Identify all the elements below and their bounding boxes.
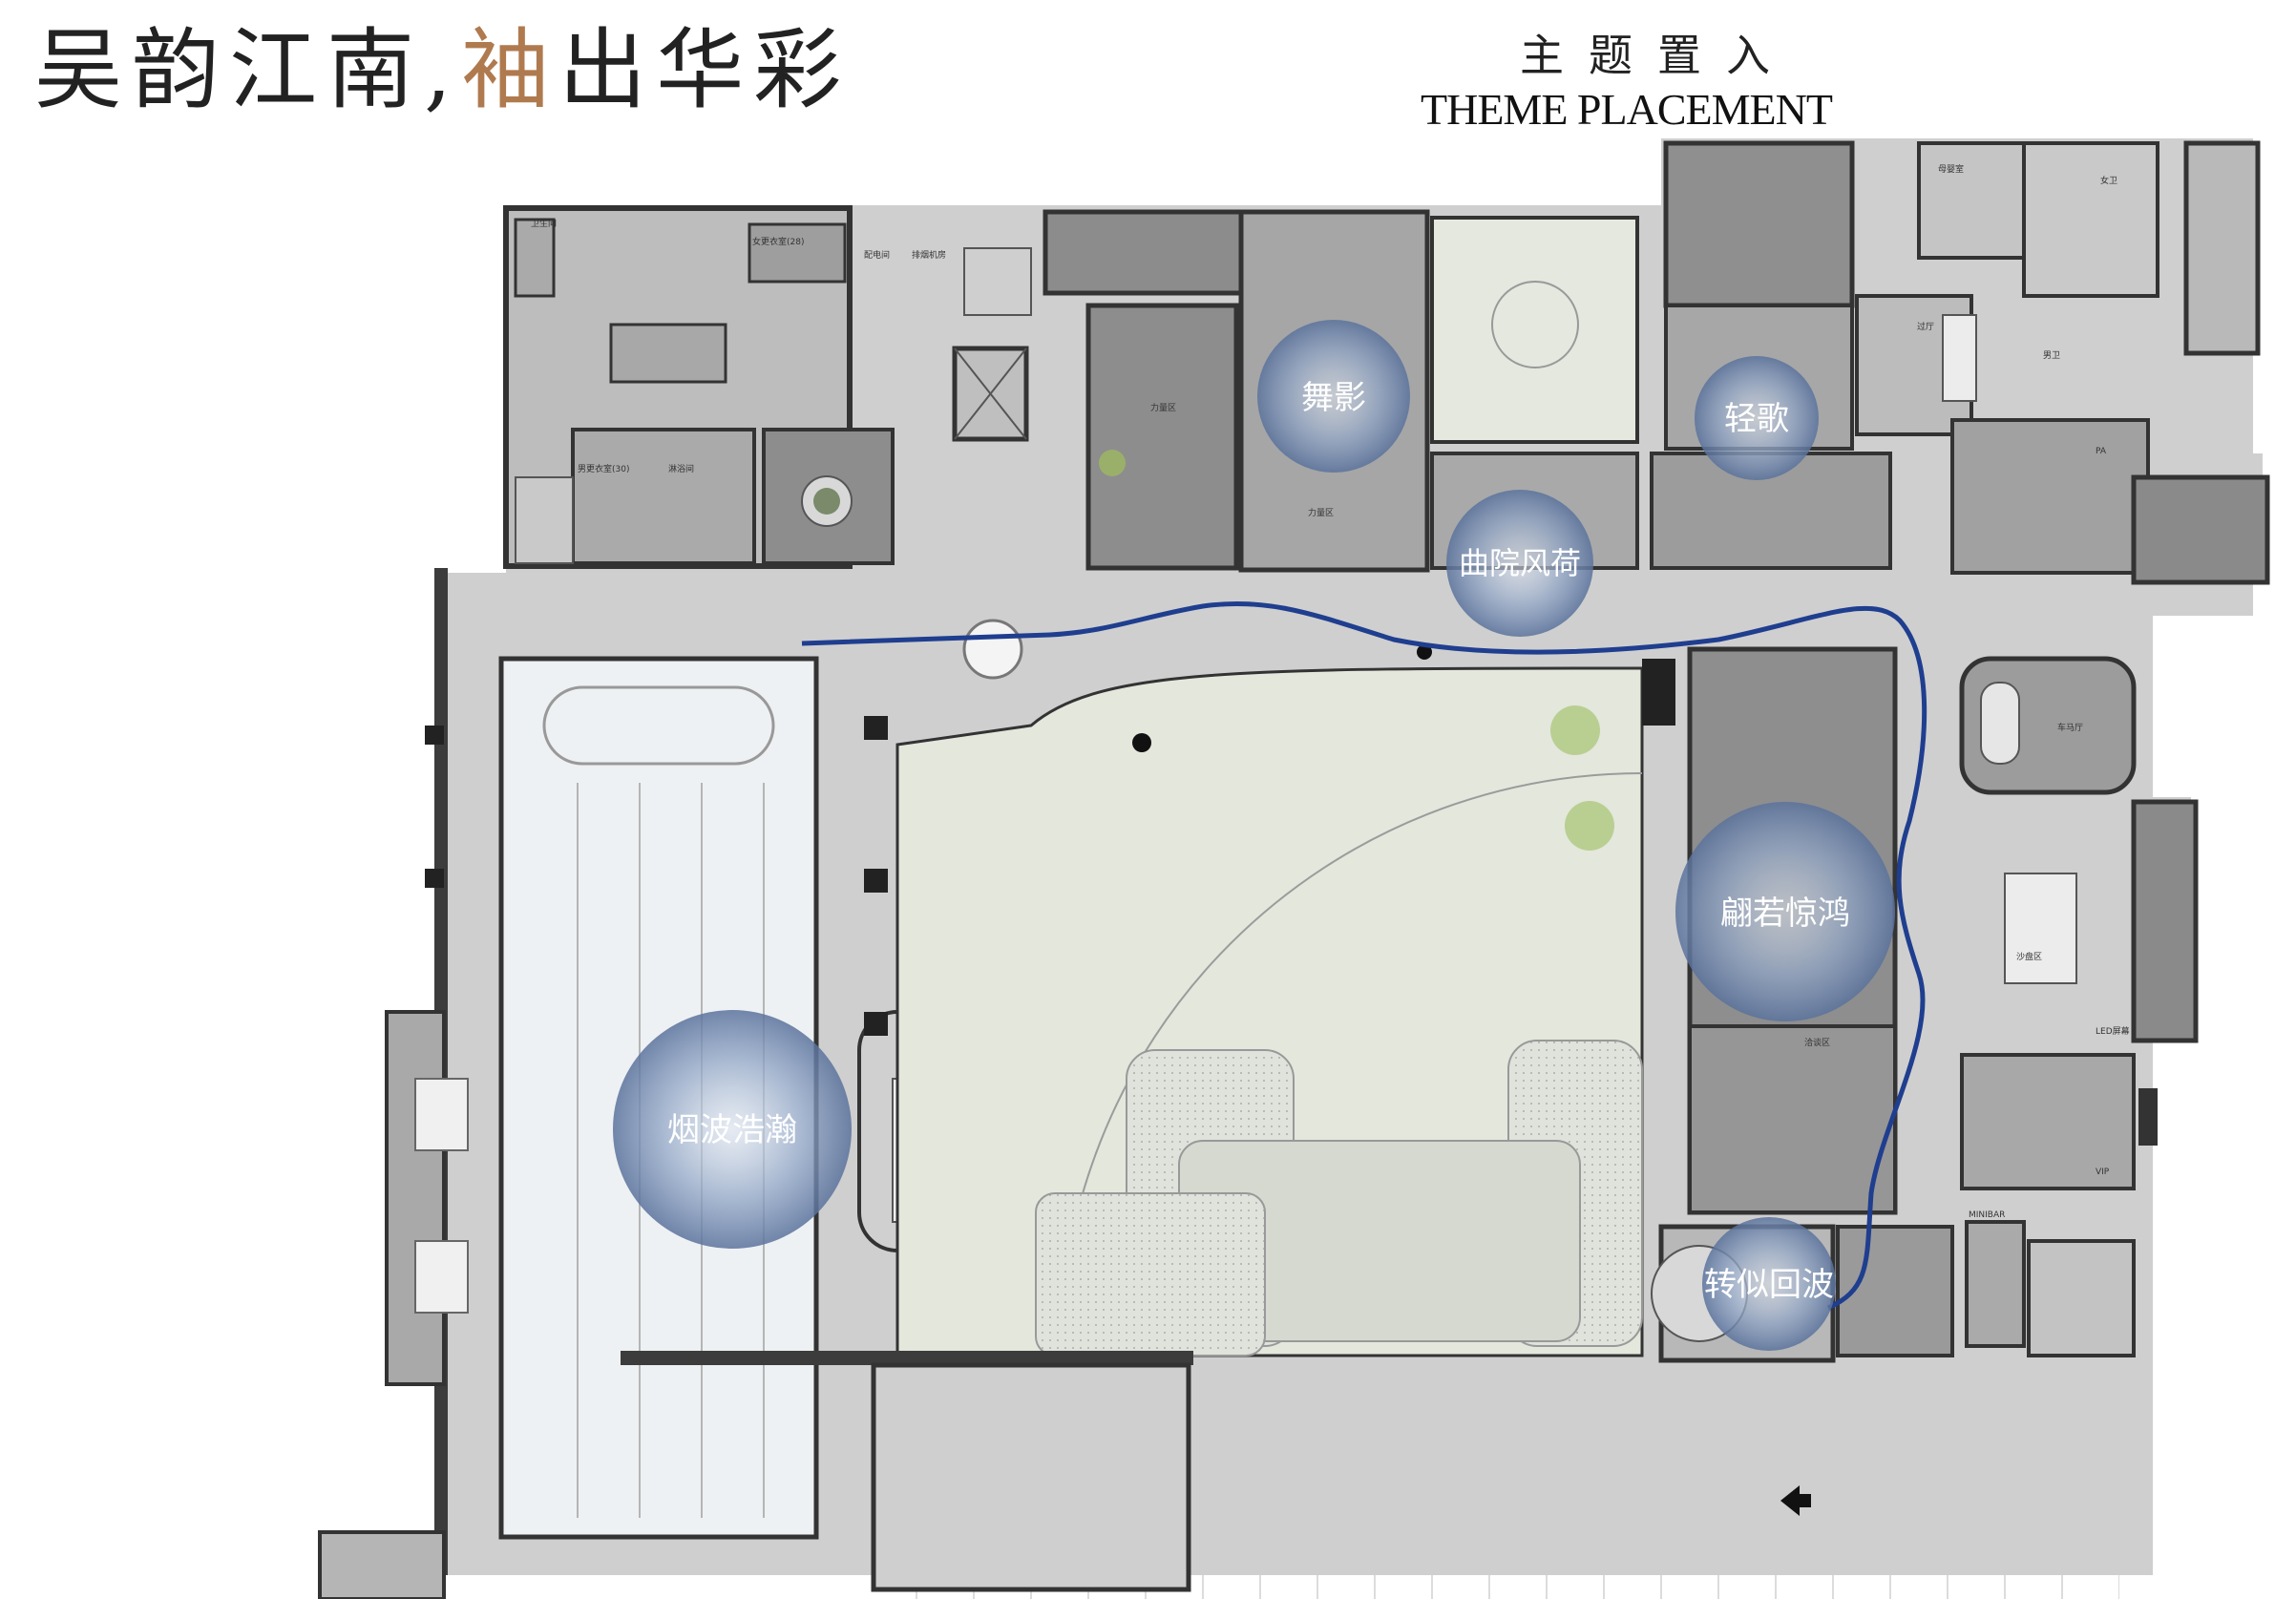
theme-title-en: THEME PLACEMENT <box>1421 85 1833 134</box>
zone-label-yanbo: 烟波浩瀚 <box>667 1111 797 1149</box>
theme-title-cn: 主题置入 <box>1520 30 1795 81</box>
zone-yanbo: 烟波浩瀚 <box>613 1010 852 1249</box>
circulation-route <box>801 600 1927 1311</box>
north-arrow-icon <box>1780 1485 1811 1516</box>
label-liliang1: 力量区 <box>1150 402 1176 413</box>
label-qiatan: 洽谈区 <box>1804 1037 1830 1048</box>
zone-label-zhuansi: 转似回波 <box>1704 1266 1834 1304</box>
label-vip: VIP <box>2096 1168 2110 1177</box>
left-wall <box>385 568 888 1575</box>
zone-qingge: 轻歌 <box>1695 356 1819 480</box>
zone-pianruo: 翩若惊鸿 <box>1675 802 1895 1021</box>
label-paiyanjifang: 排烟机房 <box>912 249 946 261</box>
zone-label-qingge: 轻歌 <box>1724 400 1789 438</box>
bottom-wing <box>318 1351 1193 1599</box>
label-chemoting: 车马厅 <box>2057 722 2083 733</box>
page-title: 吴韵江南,袖出华彩 <box>34 27 851 115</box>
label-nanwei: 男卫 <box>2043 350 2060 361</box>
zone-quyuan: 曲院风荷 <box>1446 490 1593 637</box>
label-weishengjian: 卫生间 <box>531 218 557 229</box>
gym-block <box>1043 209 1430 573</box>
label-guoting: 过厅 <box>1917 321 1934 332</box>
label-ledpu: LED屏幕 <box>2096 1025 2130 1037</box>
upper-courtyard <box>1430 216 1639 570</box>
zone-zhuansi: 转似回波 <box>1702 1217 1836 1351</box>
changing-room-block <box>503 205 895 569</box>
label-peidianjian: 配电间 <box>864 249 890 261</box>
zone-label-wuying: 舞影 <box>1301 379 1366 417</box>
zone-label-pianruo: 翩若惊鸿 <box>1720 894 1850 933</box>
title-part1: 吴韵江南, <box>34 19 462 121</box>
label-minibar: MINIBAR <box>1969 1210 2005 1220</box>
label-pa: PA <box>2096 447 2107 456</box>
label-linyujian: 淋浴间 <box>668 463 694 474</box>
right-lounge <box>1959 474 2270 1357</box>
zone-wuying: 舞影 <box>1257 320 1410 473</box>
upper-right-block <box>1650 140 2261 575</box>
label-liliang2: 力量区 <box>1308 507 1334 518</box>
label-nvgengyi: 女更衣室(28) <box>752 236 804 247</box>
title-accent: 袖 <box>461 19 559 121</box>
title-part2: 出华彩 <box>558 19 852 121</box>
label-shapanqu: 沙盘区 <box>2016 951 2042 962</box>
central-courtyard <box>895 619 1675 1357</box>
label-muying: 母婴室 <box>1938 163 1964 175</box>
label-nvwei: 女卫 <box>2100 175 2117 186</box>
zone-label-quyuan: 曲院风荷 <box>1459 545 1581 581</box>
label-nangengyi: 男更衣室(30) <box>578 463 629 474</box>
stair-core <box>952 247 1032 442</box>
